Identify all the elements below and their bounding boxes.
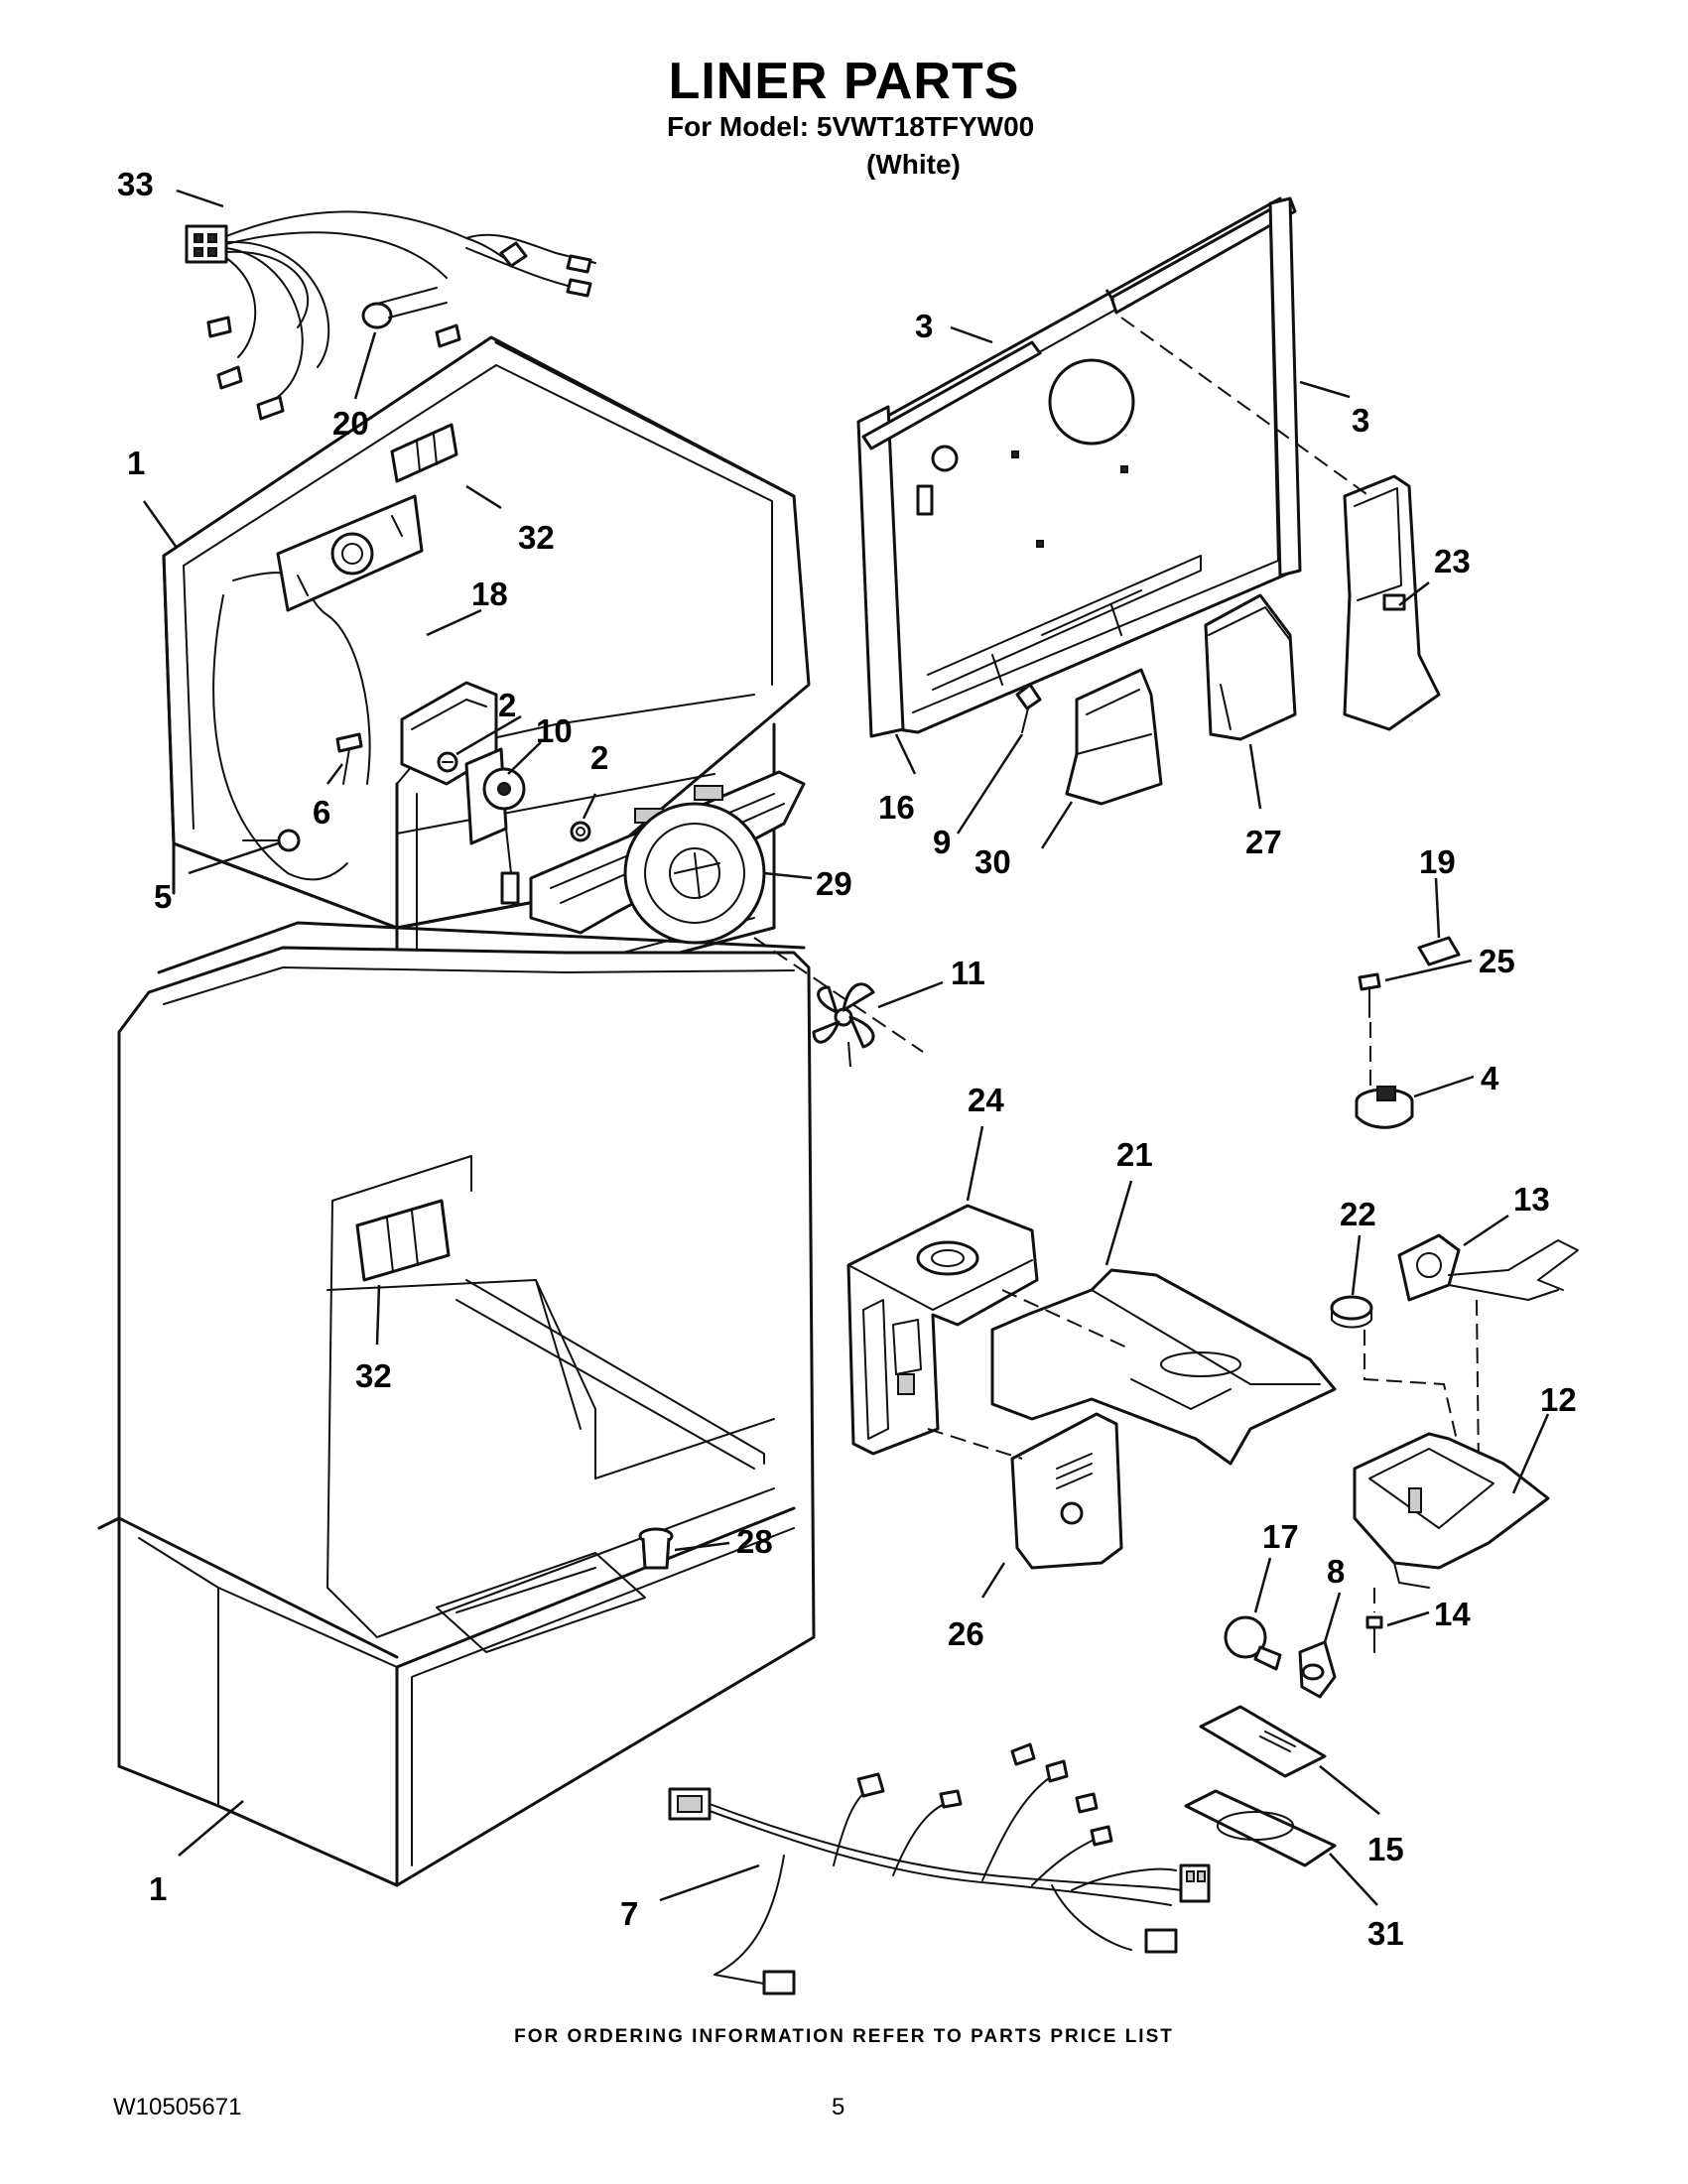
callout-7: 7 [620, 1895, 638, 1932]
callout-17: 17 [1262, 1518, 1299, 1555]
callout-4: 4 [1481, 1060, 1499, 1096]
callout-23: 23 [1434, 543, 1471, 579]
air-duct-30 [1065, 668, 1163, 806]
callout-11: 11 [951, 955, 985, 991]
drain-plug [638, 1527, 674, 1570]
lamp-socket-8 [1298, 1640, 1337, 1699]
fan-mount-assembly [529, 770, 806, 945]
callout-14: 14 [1434, 1596, 1471, 1632]
gasket-left [856, 405, 905, 738]
screw-5 [242, 829, 301, 852]
callout-32-upper: 32 [518, 519, 555, 556]
callout-3-left: 3 [915, 308, 933, 344]
callout-26: 26 [948, 1615, 984, 1652]
callout-6: 6 [313, 794, 330, 831]
callout-15: 15 [1367, 1831, 1404, 1867]
callout-19: 19 [1419, 843, 1456, 880]
callout-2-upper: 2 [498, 687, 516, 723]
callout-2-lower: 2 [590, 739, 608, 776]
wire-harness-lower [668, 1742, 1211, 1995]
screw-2-upper [437, 751, 458, 773]
callout-12: 12 [1540, 1381, 1577, 1418]
control-housing-24 [846, 1204, 1039, 1456]
light-housing-12 [1353, 1432, 1550, 1612]
callout-16: 16 [878, 789, 915, 826]
callout-1-upper: 1 [127, 445, 145, 481]
defrost-timer-bracket [276, 494, 424, 612]
gasket-right [1268, 196, 1302, 578]
control-knob-4 [1355, 1086, 1414, 1129]
callout-22: 22 [1340, 1196, 1376, 1232]
light-bracket-31 [1184, 1789, 1337, 1867]
callout-8: 8 [1327, 1553, 1345, 1590]
wire-harness-upper [185, 210, 596, 421]
document-id: W10505671 [113, 2094, 242, 2120]
callout-29: 29 [816, 865, 852, 902]
callout-13: 13 [1513, 1181, 1550, 1218]
screw-6 [335, 732, 363, 785]
callout-18: 18 [471, 576, 508, 612]
vent-cover-upper [390, 423, 458, 483]
screw-2-lower [570, 821, 591, 842]
clip-19 [1417, 936, 1461, 966]
callout-10: 10 [536, 712, 573, 749]
page-title: LINER PARTS [668, 53, 1020, 110]
callout-28: 28 [736, 1523, 773, 1560]
callout-20: 20 [332, 405, 369, 442]
page-number: 5 [832, 2094, 845, 2120]
vent-cover-lower [355, 1199, 451, 1282]
callout-5: 5 [154, 878, 172, 915]
air-duct-21 [990, 1268, 1337, 1466]
air-duct-cover-27 [1204, 593, 1297, 741]
screw-14 [1365, 1615, 1383, 1653]
fresh-food-liner [97, 921, 816, 1887]
evaporator-fan-motor [464, 747, 526, 905]
callout-32-lower: 32 [355, 1357, 392, 1394]
callout-21: 21 [1116, 1136, 1153, 1173]
gasket-top [1104, 196, 1297, 315]
screw-25 [1358, 972, 1381, 1087]
thermostat-13 [1397, 1233, 1579, 1302]
freezer-liner [162, 335, 811, 1029]
model-color: (White) [866, 149, 961, 180]
fan-blade [753, 937, 924, 1068]
callout-24: 24 [968, 1082, 1004, 1118]
gasket-strip-a [861, 340, 1042, 450]
callout-3-right: 3 [1352, 402, 1369, 439]
model-number: For Model: 5VWT18TFYW00 [667, 111, 1035, 142]
ordering-note: FOR ORDERING INFORMATION REFER TO PARTS … [514, 2026, 1174, 2047]
screw-9 [1015, 683, 1042, 733]
callout-27: 27 [1245, 824, 1282, 860]
callout-31: 31 [1367, 1915, 1404, 1952]
callout-30: 30 [974, 843, 1011, 880]
bezel-ring-22 [1330, 1295, 1480, 1470]
control-panel-cover-26 [927, 1412, 1123, 1570]
air-diffuser-23 [1120, 317, 1441, 731]
leader-lines [142, 189, 1550, 1906]
light-shield-15 [1199, 1705, 1327, 1778]
callout-25: 25 [1479, 943, 1515, 979]
callout-1-lower: 1 [149, 1870, 167, 1907]
callout-9: 9 [933, 824, 951, 860]
light-bulb-17 [1224, 1615, 1282, 1671]
callout-labels: 33 20 1 32 18 2 10 2 6 5 29 11 3 3 16 9 … [117, 166, 1577, 1952]
callout-33: 33 [117, 166, 154, 202]
